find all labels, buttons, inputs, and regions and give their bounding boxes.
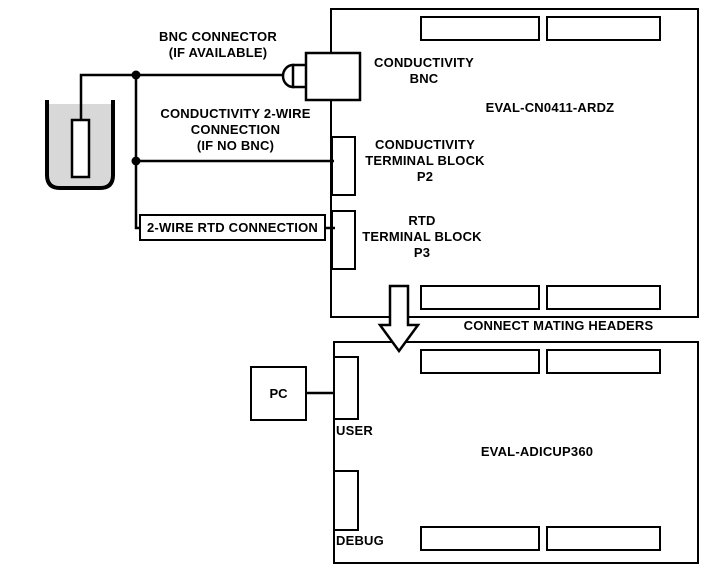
bnc-stub (291, 63, 310, 89)
conductivity-bnc-label: CONDUCTIVITY BNC (374, 55, 474, 86)
user-connector (333, 356, 359, 420)
rtd-terminal-label: RTD TERMINAL BLOCK P3 (362, 213, 482, 260)
bnc-connector-label: BNC CONNECTOR (IF AVAILABLE) (159, 29, 277, 60)
debug-label: DEBUG (336, 533, 384, 548)
header-strip-top-right (546, 16, 661, 41)
header-strip-mating-left (420, 285, 540, 310)
board-top-name: EVAL-CN0411-ARDZ (485, 100, 615, 115)
bnc-stub-tip (281, 63, 305, 89)
junction-dot-middle (131, 156, 141, 166)
conductivity-terminal-block-p2 (331, 136, 356, 196)
user-label: USER (336, 423, 373, 438)
header-strip-adicup-top-left (420, 349, 540, 374)
header-strip-adicup-top-right (546, 349, 661, 374)
junction-dot-top (131, 70, 141, 80)
debug-connector (333, 470, 359, 531)
header-strip-adicup-bottom-left (420, 526, 540, 551)
conductivity-2wire-label: CONDUCTIVITY 2-WIRE CONNECTION (IF NO BN… (160, 106, 311, 153)
board-eval-cn0411-ardz (330, 8, 699, 318)
pc-box: PC (250, 366, 307, 421)
beaker-liquid (49, 104, 111, 186)
header-strip-top-left (420, 16, 540, 41)
rtd-terminal-block-p3 (331, 210, 356, 270)
conductivity-terminal-label: CONDUCTIVITY TERMINAL BLOCK P2 (365, 137, 485, 184)
pc-label: PC (269, 386, 288, 401)
beaker (45, 100, 115, 190)
rtd-connection-label: 2-WIRE RTD CONNECTION (139, 214, 326, 241)
header-strip-mating-right (546, 285, 661, 310)
connect-mating-headers-label: CONNECT MATING HEADERS (463, 318, 654, 333)
header-strip-adicup-bottom-right (546, 526, 661, 551)
board-bottom-name: EVAL-ADICUP360 (480, 444, 594, 459)
conductivity-probe (70, 118, 91, 179)
